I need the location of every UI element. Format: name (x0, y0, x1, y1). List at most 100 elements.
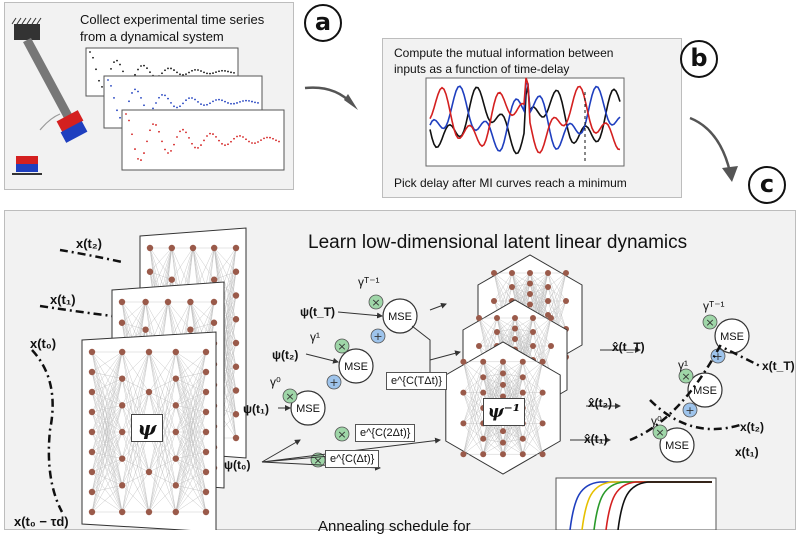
encoder-layer-1-node (119, 402, 126, 409)
encoder-layer-1-edge (175, 471, 207, 486)
decoder-layer-3-node (527, 270, 533, 276)
encoder-layer-1-edge (91, 405, 123, 493)
series-blue-point (203, 104, 205, 107)
encoder-layer-1-node (119, 508, 126, 516)
series-blue-point (218, 98, 220, 101)
add-op (326, 374, 342, 390)
series-blue-point (119, 116, 121, 119)
encoder-layer-3-edge (171, 247, 194, 280)
series-blue-point (239, 100, 241, 103)
mse-text: MSE (693, 385, 717, 397)
encoder-layer-2-node (118, 319, 126, 326)
mse-text: MSE (665, 440, 689, 452)
encoder-layer-1-edge (175, 371, 207, 379)
series-red-point (203, 139, 205, 142)
decoder-layer-3-edge (529, 293, 549, 302)
mse-circle (687, 372, 723, 408)
encoder-layer-1-node (202, 448, 210, 456)
pendulum-magnet-blue (60, 121, 88, 143)
decoder-layer-1-edge (463, 392, 484, 455)
series-blue-point (257, 102, 259, 104)
encoder-layer-1-edge (91, 378, 123, 513)
series-black-point (119, 63, 121, 66)
encoder-layer-1-node (88, 388, 96, 396)
series-blue-point (221, 99, 223, 102)
encoder-layer-1-node (145, 468, 153, 476)
series-red-point (146, 140, 148, 143)
encoder-layer-1-node (88, 408, 96, 416)
decoder-layer-1-edge (463, 407, 484, 455)
flow-arrow (337, 311, 383, 319)
decoder-layer-1-edge (463, 361, 484, 424)
anneal-curve (617, 481, 712, 530)
flow-arrow (429, 350, 461, 361)
encoder-layer-1-node (202, 368, 210, 376)
decoder-layer-1-edge (463, 377, 484, 393)
series-red-point (197, 147, 199, 149)
decoder-layer-2-edge (514, 317, 534, 329)
decoder-layer-1-node (519, 435, 526, 442)
decoder-layer-2-edge (514, 331, 534, 340)
encoder-layer-1-node (119, 428, 126, 436)
latent-label: ψ(t_T) (300, 305, 336, 319)
series-black-point (164, 69, 166, 72)
series-blue-point (158, 96, 160, 99)
decoder-layer-3-edge (529, 286, 549, 305)
decoder-layer-1-node (480, 358, 487, 365)
decoder-layer-3-node (527, 291, 533, 297)
encoder-layer-2-edge (167, 301, 191, 330)
decoder-layer-1-edge (483, 361, 504, 386)
encoder-layer-1-edge (91, 458, 123, 513)
encoder-layer-1-edge (148, 351, 176, 406)
series-red-point (239, 135, 241, 137)
mi-curve-red (429, 77, 621, 154)
decoder-layer-3-edge (529, 272, 549, 284)
encoder-layer-1-node (172, 375, 179, 382)
series-blue-point (143, 104, 145, 107)
encoder-layer-3-node (232, 268, 240, 275)
decoder-layer-2-edge (532, 317, 552, 361)
series-blue-point (200, 103, 202, 105)
series-blue-point (251, 100, 253, 103)
series-black-point (116, 59, 118, 62)
series-black-point (215, 71, 217, 74)
encoder-layer-1-edge (148, 458, 176, 473)
encoder-layer-1-edge (91, 371, 123, 406)
encoder-layer-1-edge (122, 485, 150, 513)
series-red-point (272, 137, 274, 140)
encoder-layer-1-edge (148, 351, 176, 379)
decoder-layer-3-node (491, 298, 497, 304)
decoder-layer-1-node (500, 451, 506, 458)
decoder-layer-2-edge (496, 317, 516, 347)
series-red-point (269, 136, 271, 139)
encoder-layer-1-node (145, 388, 153, 396)
encoder-layer-1-edge (148, 391, 176, 406)
multiply-op-symbol: × (655, 426, 664, 439)
encoder-layer-3-node (168, 276, 175, 283)
series-black-point (191, 69, 193, 72)
encoder-layer-1-edge (91, 378, 123, 473)
encoder-layer-1-node (88, 488, 96, 496)
decoder-layer-3-edge (493, 286, 513, 302)
series-blue-point (197, 101, 199, 103)
decoder-layer-3-node (545, 270, 551, 276)
series-black-point (170, 67, 172, 70)
encoder-layer-1-edge (91, 371, 123, 379)
series-black-point (194, 68, 196, 71)
series-red-point (125, 113, 127, 115)
decoder-layer-1-edge (522, 361, 543, 409)
encoder-layer-3-node (232, 292, 240, 299)
series-blue-point (254, 101, 256, 104)
series-black-point (167, 67, 169, 70)
decoder-layer-1-edge (522, 423, 543, 455)
series-red-point (278, 140, 280, 143)
decoder-layer-1-edge (463, 361, 484, 455)
decoder-layer-2-node (494, 329, 500, 335)
encoder-layer-1-edge (91, 491, 123, 513)
encoder-layer-1-edge (175, 351, 207, 459)
encoder-layer-1-edge (148, 378, 176, 393)
encoder-layer-1-edge (175, 411, 207, 459)
encoder-layer-1-node (172, 348, 179, 356)
encoder-layer-3-node (146, 244, 154, 252)
decoder-layer-2-edge (514, 345, 534, 350)
